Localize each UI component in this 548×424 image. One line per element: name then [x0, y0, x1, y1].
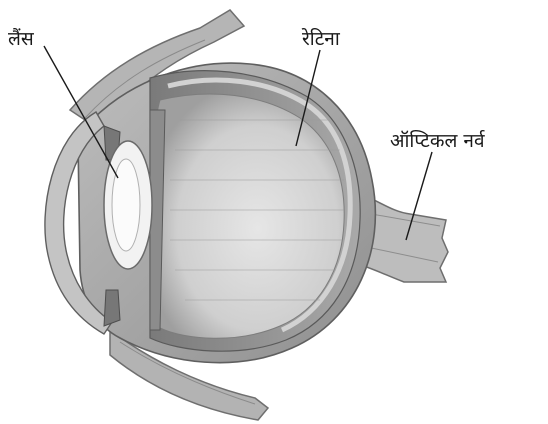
lens-label: लैंस	[8, 30, 34, 49]
optic-nerve-label: ऑप्टिकल नर्व	[390, 132, 485, 151]
retina-label: रेटिना	[302, 30, 340, 49]
